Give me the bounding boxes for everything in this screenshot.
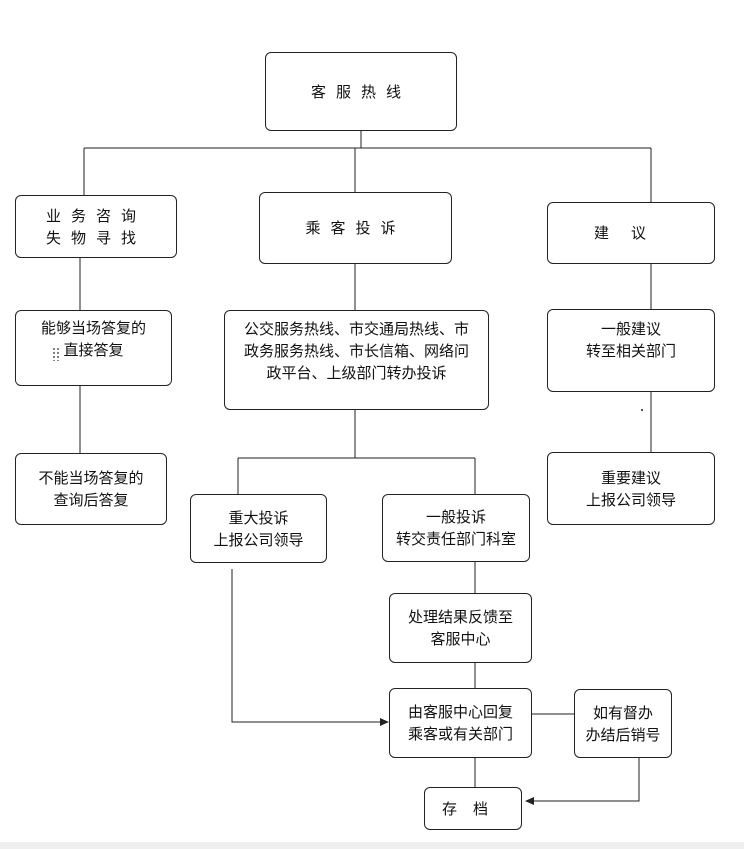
general-suggest-node: 一般建议 转至相关部门 <box>547 309 715 392</box>
query-answer-node: 不能当场答复的 查询后答复 <box>15 453 167 525</box>
direct-answer-node: 能够当场答复的 直接答复 <box>15 310 172 386</box>
channels-line1: 公交服务热线、市交通局热线、市 <box>243 320 469 338</box>
general-complaint-node: 一般投诉 转交责任部门科室 <box>382 494 530 562</box>
general-suggest-line1: 一般建议 <box>600 320 661 338</box>
suggest-node: 建议 <box>547 202 715 264</box>
direct-answer-line2: 直接答复 <box>63 341 124 359</box>
complaint-node: 乘客投诉 <box>259 192 452 264</box>
reply-line2: 乘客或有关部门 <box>407 725 513 743</box>
reply-node: 由客服中心回复 乘客或有关部门 <box>389 688 532 758</box>
supervise-line1: 如有督办 <box>592 703 653 722</box>
complaint-channels-node: 公交服务热线、市交通局热线、市 政务服务热线、市长信箱、网络问 政平台、上级部门… <box>224 310 489 410</box>
major-complaint-node: 重大投诉 上报公司领导 <box>190 494 327 563</box>
consult-label-line1: 业务咨询 <box>45 206 146 225</box>
consult-node: 业务咨询 失物寻找 <box>15 195 177 258</box>
major-complaint-line2: 上报公司领导 <box>213 530 304 549</box>
direct-answer-line1: 能够当场答复的 <box>40 319 146 337</box>
important-suggest-line1: 重要建议 <box>600 468 661 487</box>
move-handle-icon <box>52 347 60 361</box>
important-suggest-line2: 上报公司领导 <box>585 490 676 509</box>
supervise-line2: 办结后销号 <box>585 725 661 744</box>
hotline-node: 客服热线 <box>265 52 457 131</box>
supervise-node: 如有督办 办结后销号 <box>574 689 672 758</box>
major-complaint-line1: 重大投诉 <box>228 508 289 527</box>
channels-line2: 政务服务热线、市长信箱、网络问 <box>243 342 469 360</box>
feedback-line1: 处理结果反馈至 <box>407 608 513 626</box>
important-suggest-node: 重要建议 上报公司领导 <box>547 452 715 525</box>
archive-node: 存档 <box>424 787 522 830</box>
query-answer-line2: 查询后答复 <box>53 491 129 509</box>
hotline-label: 客服热线 <box>310 82 411 101</box>
general-complaint-line2: 转交责任部门科室 <box>395 530 516 548</box>
general-complaint-line1: 一般投诉 <box>425 508 486 526</box>
archive-label: 存档 <box>441 799 504 818</box>
suggest-label: 建议 <box>593 224 668 242</box>
page-bottom-edge <box>0 842 744 849</box>
consult-label-line2: 失物寻找 <box>45 228 146 247</box>
feedback-node: 处理结果反馈至 客服中心 <box>389 593 532 663</box>
query-answer-line1: 不能当场答复的 <box>38 469 144 487</box>
channels-line3: 政平台、上级部门转办投诉 <box>266 364 447 382</box>
general-suggest-line2: 转至相关部门 <box>585 342 676 360</box>
reply-line1: 由客服中心回复 <box>407 703 513 721</box>
complaint-label: 乘客投诉 <box>305 219 406 237</box>
feedback-line2: 客服中心 <box>430 630 491 648</box>
stray-dot <box>641 409 643 411</box>
